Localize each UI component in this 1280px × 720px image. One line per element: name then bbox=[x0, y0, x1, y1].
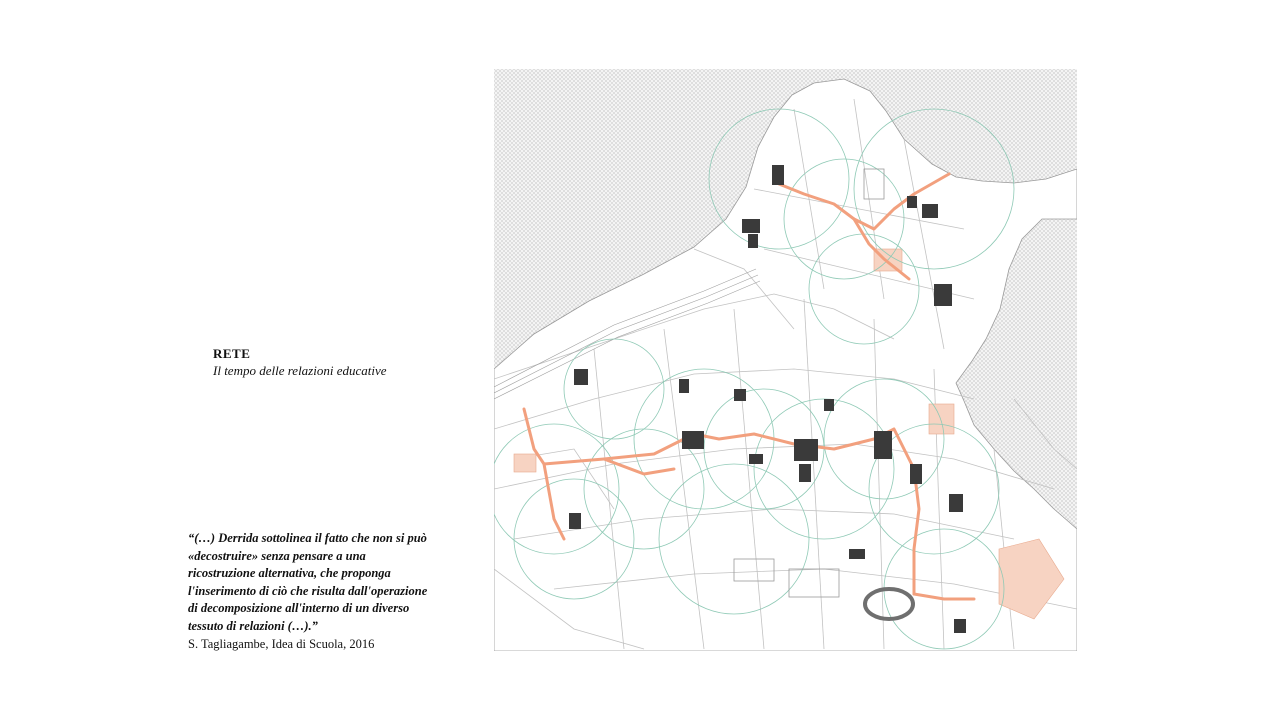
railway bbox=[494, 268, 761, 400]
quote-block: “(…) Derrida sottolinea il fatto che non… bbox=[188, 530, 488, 653]
street-grid bbox=[494, 98, 1077, 650]
quote-line: l'inserimento di ciò che risulta dall'op… bbox=[188, 583, 428, 598]
urban-network-map bbox=[494, 69, 1077, 651]
school-buildings bbox=[569, 165, 966, 633]
highlight-areas bbox=[513, 248, 1065, 620]
quote-line: «decostruire» senza pensare a una bbox=[188, 548, 366, 563]
land-mass bbox=[494, 78, 1077, 651]
quote-line: “(…) Derrida sottolinea il fatto che non… bbox=[188, 531, 427, 545]
quote-citation: S. Tagliagambe, Idea di Scuola, 2016 bbox=[188, 636, 375, 651]
influence-circles bbox=[494, 108, 1015, 650]
slide-title: RETE bbox=[213, 346, 251, 361]
slide-subtitle: Il tempo delle relazioni educative bbox=[213, 363, 387, 378]
map-svg bbox=[494, 69, 1077, 651]
quote-line: di decomposizione all'interno di un dive… bbox=[188, 601, 410, 616]
quote-line: tessuto di relazioni (…).” bbox=[188, 618, 318, 633]
title-block: RETE Il tempo delle relazioni educative bbox=[213, 345, 387, 379]
quote-line: ricostruzione alternativa, che proponga bbox=[188, 566, 391, 581]
sports-fields bbox=[733, 168, 885, 598]
sports-track bbox=[863, 587, 915, 621]
